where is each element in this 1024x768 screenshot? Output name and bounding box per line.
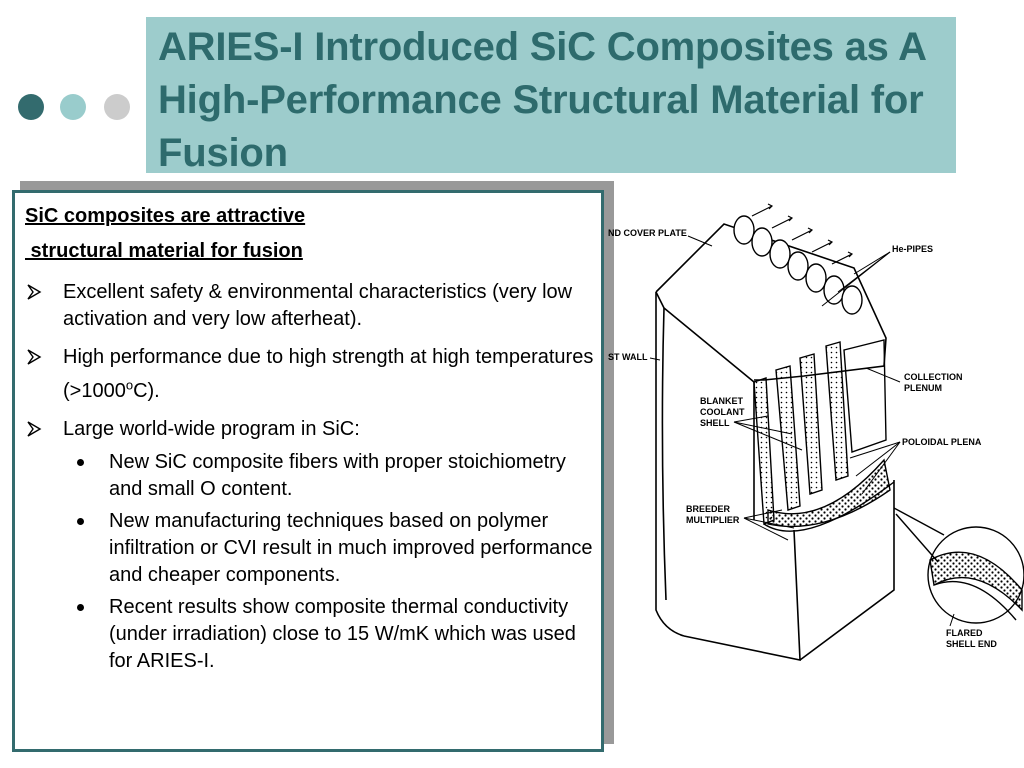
bullet-text: Excellent safety & environmental charact… [63,281,573,330]
label-breeder-1: BREEDER [686,504,731,514]
arrow-bullet-icon [27,349,42,365]
bullet-text: Large world-wide program in SiC: [63,417,360,440]
bullet-item-program: Large world-wide program in SiC: New SiC… [25,416,595,675]
label-flared-2: SHELL END [946,639,997,649]
sub-bullet-item: Recent results show composite thermal co… [63,594,595,675]
bullet-text: High performance due to high strength at… [63,346,594,402]
label-collection-2: PLENUM [904,383,942,393]
arrow-bullet-icon [27,284,42,300]
bullet-item-performance: High performance due to high strength at… [25,344,595,405]
sub-bullet-item: New manufacturing techniques based on po… [63,508,595,589]
sub-bullet-item: New SiC composite fibers with proper sto… [63,449,595,503]
flow-arrows [751,203,854,265]
label-collection-1: COLLECTION [904,372,963,382]
label-poloidal-plena: POLOIDAL PLENA [902,437,982,447]
title-banner: ARIES-I Introduced SiC Composites as A H… [146,17,956,175]
decorative-dot-grey [104,94,130,120]
label-end-cover-plate: ND COVER PLATE [608,228,687,238]
round-bullet-icon [77,603,84,611]
section-heading-line-1: SiC composites are attractive [25,205,306,227]
label-flared-1: FLARED [946,628,983,638]
label-blanket-1: BLANKET [700,396,743,406]
bullet-list: Excellent safety & environmental charact… [25,279,595,686]
blanket-module-diagram: ND COVER PLATE He-PIPES ST WALL COLLECTI… [608,203,1024,661]
label-he-pipes: He-PIPES [892,244,933,254]
round-bullet-icon [77,517,84,525]
round-bullet-icon [77,458,84,466]
arrow-bullet-icon [27,421,42,437]
slide-title: ARIES-I Introduced SiC Composites as A H… [158,25,926,175]
decorative-dot-dark [18,94,44,120]
leader-lines [649,235,955,627]
blanket-shells [753,339,895,532]
label-blanket-3: SHELL [700,418,730,428]
label-breeder-2: MULTIPLIER [686,515,740,525]
label-first-wall: ST WALL [608,352,648,362]
flared-shell-detail [893,507,1024,624]
decorative-dot-teal [60,94,86,120]
section-heading-line-2: structural material for fusion [25,240,303,262]
content-box: SiC composites are attractive structural… [12,190,604,752]
label-blanket-2: COOLANT [700,407,745,417]
degree-superscript: o [125,377,134,392]
he-pipes [733,215,863,315]
bullet-item-safety: Excellent safety & environmental charact… [25,279,595,333]
sub-bullet-list: New SiC composite fibers with proper sto… [63,449,595,675]
